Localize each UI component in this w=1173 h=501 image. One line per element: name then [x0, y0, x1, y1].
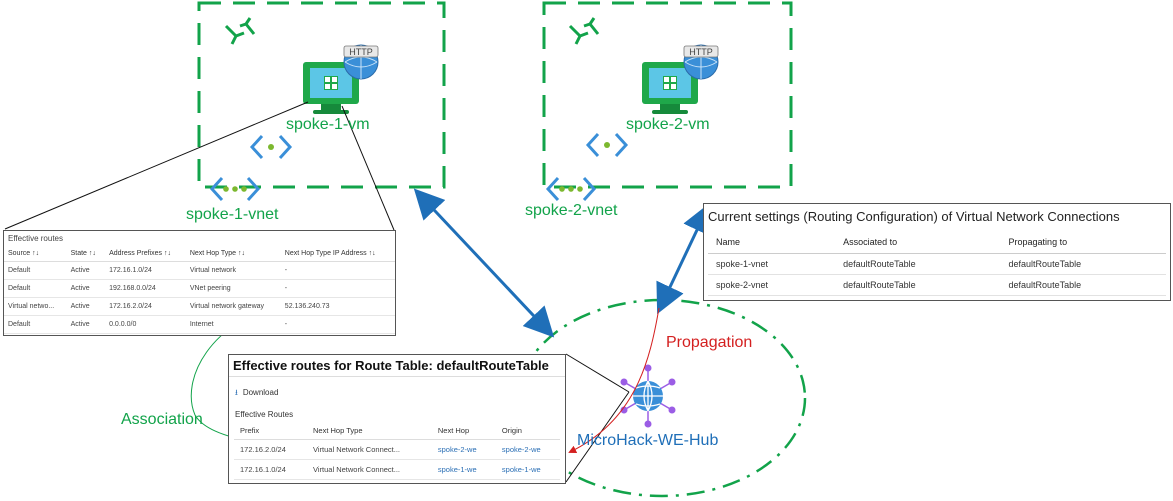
spoke-2-box [542, 1, 793, 189]
route-table-panel: Effective routes for Route Table: defaul… [228, 354, 566, 484]
peering-arrow-1 [413, 188, 555, 338]
http-badge-1: HTTP [343, 44, 379, 80]
peering-icon-2 [568, 17, 600, 45]
propagation-label: Propagation [666, 334, 753, 351]
col-source[interactable]: Source ↑↓ [4, 246, 67, 262]
col-next-hop-type: Next Hop Type [307, 422, 432, 440]
next-hop-link[interactable]: spoke-1-we [431, 459, 496, 480]
col-state[interactable]: State ↑↓ [66, 246, 106, 262]
peering-arrow-2 [656, 202, 711, 315]
vnet-icon-2 [545, 176, 597, 202]
col-address-prefixes[interactable]: Address Prefixes ↑↓ [105, 246, 186, 262]
route-table-subtitle: Effective Routes [235, 410, 294, 419]
route-table-title: Effective routes for Route Table: defaul… [229, 355, 565, 377]
col-propagating-to: Propagating to [1000, 228, 1166, 254]
spoke-1-box [197, 1, 446, 189]
current-settings-panel: Current settings (Routing Configuration)… [703, 203, 1171, 301]
col-associated-to: Associated to [835, 228, 1001, 254]
svg-text:HTTP: HTTP [349, 47, 373, 57]
callout-lines [4, 101, 630, 483]
col-name: Name [708, 228, 836, 254]
col-next-hop-ip[interactable]: Next Hop Type IP Address ↑↓ [280, 246, 395, 262]
http-badge-2: HTTP [683, 44, 719, 80]
vnet-icon-1 [209, 176, 261, 202]
subnet-icon-2 [585, 132, 629, 158]
download-button[interactable]: ⭳Download [235, 388, 279, 397]
vm-routes-title: Effective routes [8, 234, 63, 243]
col-prefix: Prefix [234, 422, 308, 440]
peering-icon-1 [224, 17, 256, 45]
vm-routes-table: Source ↑↓ State ↑↓ Address Prefixes ↑↓ N… [4, 246, 395, 334]
current-settings-table: Name Associated to Propagating to spoke-… [708, 228, 1166, 296]
current-settings-title: Current settings (Routing Configuration)… [708, 209, 1120, 224]
vm-icon-1 [303, 62, 359, 114]
association-label: Association [121, 411, 203, 428]
propagation-arrow [568, 307, 660, 453]
col-next-hop-type[interactable]: Next Hop Type ↑↓ [185, 246, 281, 262]
col-next-hop: Next Hop [431, 422, 496, 440]
spoke-1-vm-label: spoke-1-vm [286, 116, 370, 133]
route-table-table: Prefix Next Hop Type Next Hop Origin 172… [234, 422, 560, 480]
download-icon: ⭳ [235, 388, 238, 397]
origin-link[interactable]: spoke-2-we [495, 439, 560, 460]
spoke-2-vnet-label: spoke-2-vnet [525, 202, 618, 219]
col-origin: Origin [495, 422, 560, 440]
spoke-2-vm-label: spoke-2-vm [626, 116, 710, 133]
svg-text:HTTP: HTTP [689, 47, 713, 57]
hub-label: MicroHack-WE-Hub [577, 432, 719, 449]
spoke-1-vnet-label: spoke-1-vnet [186, 206, 279, 223]
hub-icon [620, 364, 676, 428]
next-hop-link[interactable]: spoke-2-we [431, 439, 496, 460]
subnet-icon-1 [249, 134, 293, 160]
origin-link[interactable]: spoke-1-we [495, 459, 560, 480]
vm-effective-routes-panel: Effective routes Source ↑↓ State ↑↓ Addr… [3, 230, 396, 336]
vm-icon-2 [642, 62, 698, 114]
